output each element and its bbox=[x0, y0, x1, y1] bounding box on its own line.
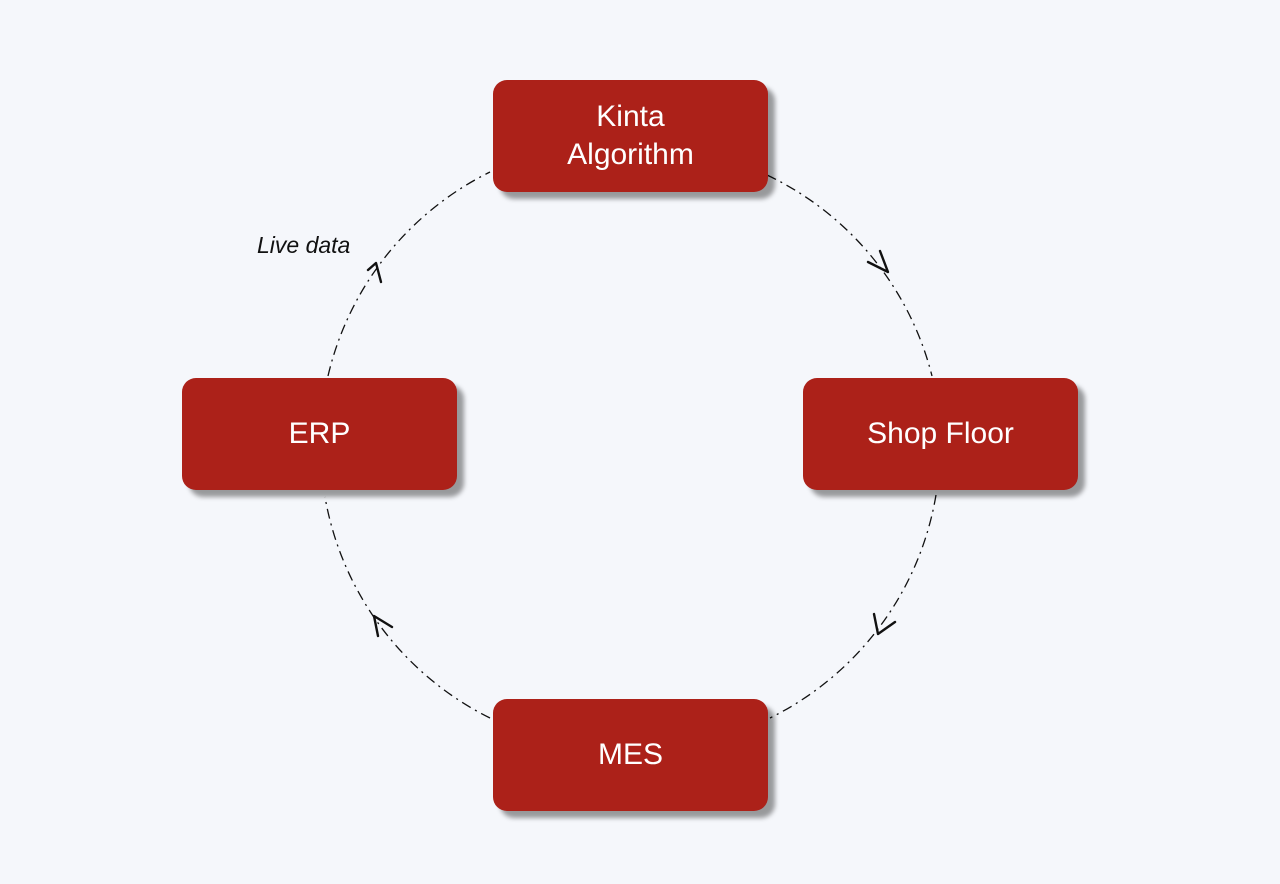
arrowhead-to-erp-icon bbox=[372, 614, 394, 638]
node-shop-floor-label: Shop Floor bbox=[867, 417, 1014, 450]
node-kinta-algorithm: Kinta Algorithm bbox=[493, 80, 768, 192]
node-mes-label: MES bbox=[597, 738, 663, 771]
arrowhead-to-mes-icon bbox=[872, 612, 897, 636]
node-erp: ERP bbox=[182, 378, 457, 490]
connector-mes-to-erp bbox=[324, 496, 491, 719]
node-mes: MES bbox=[493, 699, 768, 811]
edge-label-live-data: Live data bbox=[257, 232, 351, 258]
connector-erp-to-kinta bbox=[327, 171, 491, 377]
connector-shop-floor-to-mes bbox=[769, 494, 937, 719]
node-shop-floor: Shop Floor bbox=[803, 378, 1078, 490]
arrowhead-to-shop-floor-icon bbox=[866, 249, 890, 274]
node-erp-label: ERP bbox=[288, 417, 351, 450]
arrowhead-to-kinta-icon bbox=[366, 261, 383, 284]
connector-kinta-to-shop-floor bbox=[766, 174, 933, 377]
node-kinta-algorithm-label: Kinta Algorithm bbox=[567, 100, 694, 171]
